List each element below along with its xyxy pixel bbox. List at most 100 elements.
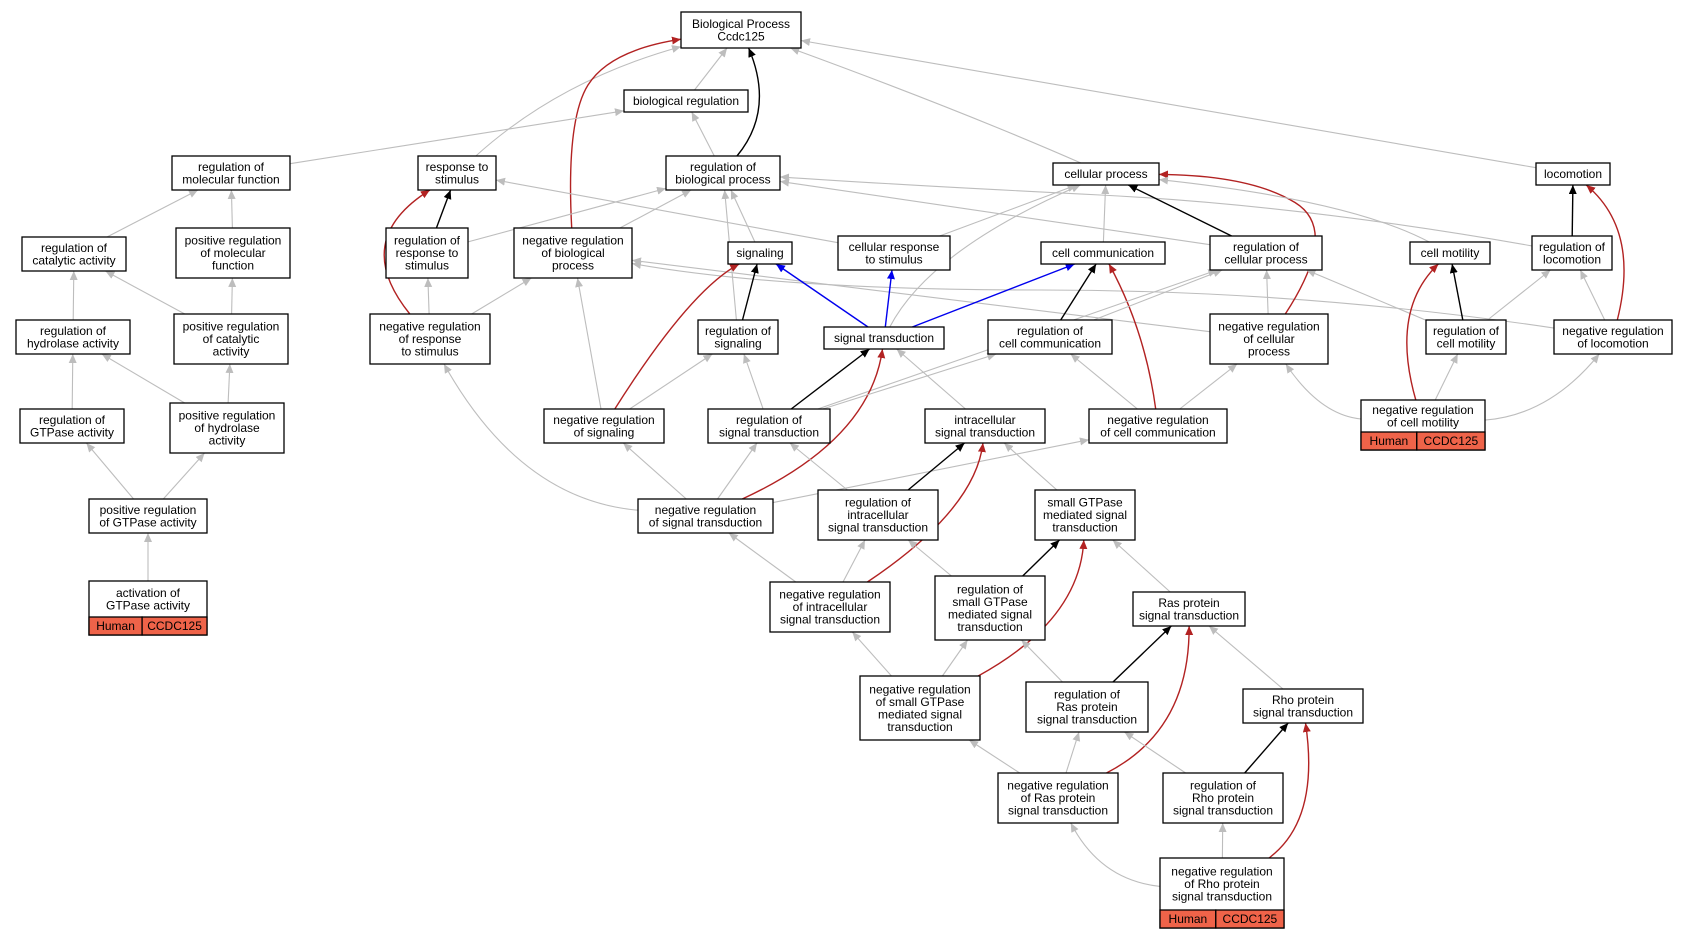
- annotation-species-label: Human: [96, 619, 135, 633]
- go-term-node-cell-comm[interactable]: cell communication: [1040, 241, 1166, 265]
- node-label-line: of signal transduction: [649, 515, 762, 529]
- node-label-line: of small GTPase: [876, 695, 965, 709]
- go-term-node-sig-trans[interactable]: signal transduction: [823, 326, 945, 350]
- node-box: [1409, 241, 1491, 265]
- node-label-line: stimulus: [435, 172, 479, 186]
- node-label-line: negative regulation: [1562, 324, 1663, 338]
- edge-default-reg-mol-to-bio-reg: [289, 108, 625, 165]
- node-label-line: signal transduction: [780, 613, 880, 627]
- node-label-line: small GTPase: [952, 595, 1028, 609]
- node-label-line: of molecular: [200, 246, 265, 260]
- node-label-line: positive regulation: [100, 503, 197, 517]
- node-box: [1025, 681, 1149, 733]
- edge-default-reg-gtpase-to-reg-hydro: [68, 353, 77, 410]
- edge-default-locomotion-to-bp: [800, 38, 1537, 169]
- edge-is-a-reg-sig-trans-to-sig-trans: [790, 348, 871, 410]
- node-box: [1535, 162, 1611, 186]
- go-term-node-signaling[interactable]: signaling: [727, 241, 793, 265]
- edge-negatively-regulates-neg-reg-sig-trans-to-sig-trans: [742, 348, 886, 500]
- edge-default-reg-cell-mot-to-reg-cell-proc: [1306, 269, 1427, 321]
- edge-default-cell-mot-to-cell-proc: [1158, 176, 1430, 243]
- edge-part-of-sig-trans-to-cell-comm: [912, 263, 1075, 328]
- node-label-line: activity: [213, 345, 250, 359]
- node-box: [169, 402, 285, 454]
- node-label-line: signal transduction: [834, 331, 934, 345]
- node-box: [665, 155, 781, 191]
- edge-is-a-reg-resp-stim-to-resp-stim: [435, 189, 452, 229]
- node-label-line: negative regulation: [779, 588, 880, 602]
- node-box: [513, 227, 633, 279]
- go-term-node-locomotion[interactable]: locomotion: [1535, 162, 1611, 186]
- edge-default-cell-comm-to-cell-proc: [1101, 184, 1110, 243]
- edge-default-neg-reg-cell-comm-to-neg-reg-cell-proc: [1179, 363, 1238, 410]
- edge-default-signaling-to-reg-bp: [730, 189, 756, 243]
- edge-default-sig-trans-to-cell-proc: [889, 184, 1081, 328]
- node-label-line: response to: [426, 160, 489, 174]
- node-label-line: of biological: [541, 246, 604, 260]
- node-label-line: mediated signal: [948, 607, 1032, 621]
- annotation-species-label: Human: [1169, 912, 1208, 926]
- edge-default-cell-resp-to-resp-stim: [495, 177, 839, 244]
- node-label-line: regulation of: [1539, 240, 1606, 254]
- node-label-line: Ras protein: [1158, 596, 1219, 610]
- node-box: [21, 236, 127, 272]
- node-box: [727, 241, 793, 265]
- edge-default-neg-reg-small-to-neg-reg-intra: [851, 631, 892, 677]
- edge-negatively-regulates-neg-reg-rho-to-rho: [1268, 722, 1311, 859]
- go-term-node-cell-proc[interactable]: cellular process: [1052, 162, 1160, 186]
- go-term-node-cell-mot[interactable]: cell motility: [1409, 241, 1491, 265]
- go-term-node-bio-reg[interactable]: biological regulation: [623, 89, 749, 113]
- edge-default-neg-reg-sig-to-neg-reg-bp: [575, 277, 602, 410]
- node-label-line: Ccdc125: [717, 29, 765, 43]
- node-box: [987, 319, 1113, 355]
- node-label-line: intracellular: [847, 508, 908, 522]
- edge-negatively-regulates-neg-reg-bp-to-bp: [569, 36, 682, 229]
- edge-default-neg-reg-small-to-reg-small-gtp: [941, 639, 969, 677]
- edge-negatively-regulates-neg-reg-cell-mot-to-cell-mot: [1406, 263, 1439, 401]
- node-box: [385, 227, 469, 279]
- node-box: [707, 408, 831, 444]
- node-label-line: of cell motility: [1387, 415, 1459, 429]
- node-box: [924, 408, 1046, 444]
